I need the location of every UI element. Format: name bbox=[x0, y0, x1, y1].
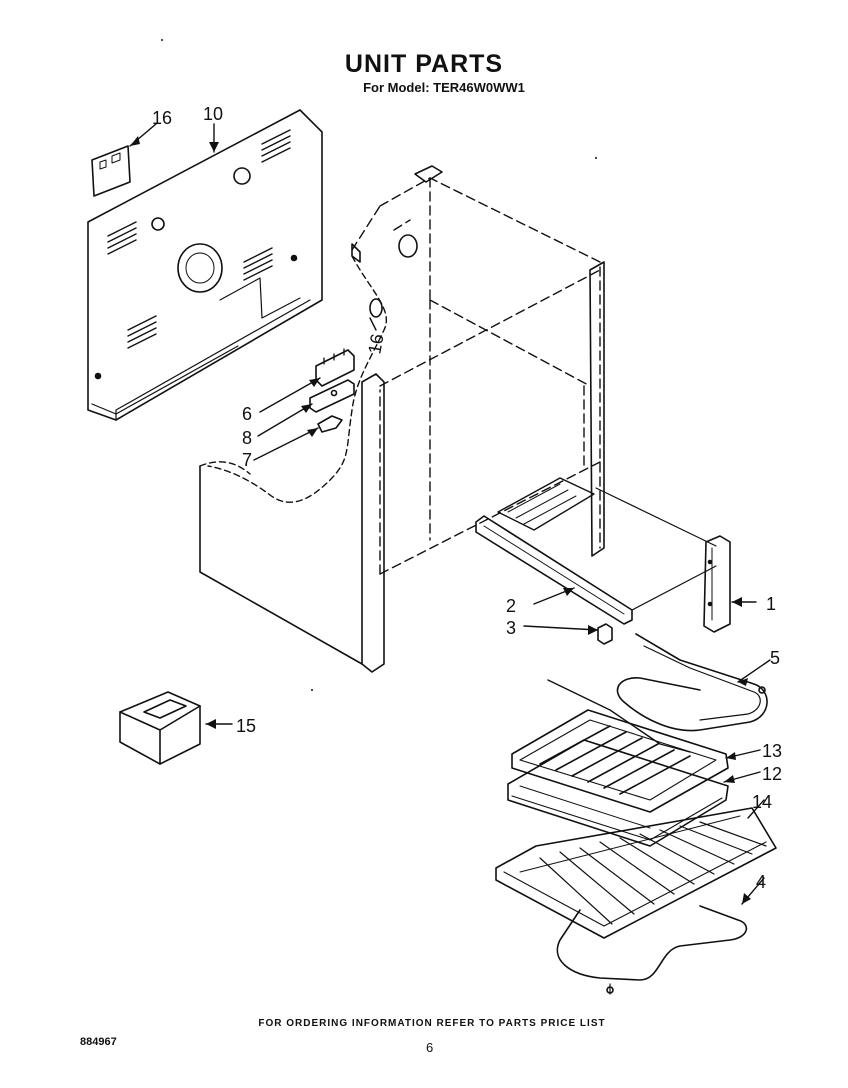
side-panel-cutaway bbox=[207, 255, 387, 503]
callout-6: 6 bbox=[242, 404, 252, 424]
oven-floor-rack-guides bbox=[497, 477, 717, 611]
callout-8: 8 bbox=[242, 428, 252, 448]
callout-1: 1 bbox=[766, 594, 776, 614]
page-number: 6 bbox=[426, 1040, 434, 1055]
callout-2: 2 bbox=[506, 596, 516, 616]
callout-7: 7 bbox=[242, 450, 252, 470]
part-3-clip bbox=[597, 623, 613, 645]
callout-5: 5 bbox=[770, 648, 780, 668]
page-title: UNIT PARTS bbox=[344, 50, 504, 78]
part-8-bracket bbox=[309, 379, 355, 413]
part-14-oven-rack bbox=[495, 807, 777, 939]
part-5-bake-element bbox=[547, 633, 768, 753]
document-number: 884967 bbox=[80, 1036, 117, 1048]
part-16-grommet bbox=[369, 298, 383, 318]
ordering-info-note: FOR ORDERING INFORMATION REFER TO PARTS … bbox=[258, 1018, 606, 1029]
callout-14: 14 bbox=[752, 792, 772, 812]
model-line: For Model: TER46W0WW1 bbox=[363, 80, 525, 95]
part-10-rear-panel bbox=[87, 109, 323, 421]
part-13-broiler-grid bbox=[511, 709, 729, 813]
callout-12: 12 bbox=[762, 764, 782, 784]
leader-arrowheads bbox=[130, 136, 751, 904]
callout-3: 3 bbox=[506, 618, 516, 638]
part-12-broiler-pan bbox=[507, 739, 729, 847]
callout-16: 16 bbox=[364, 332, 387, 355]
oven-cabinet-frame bbox=[351, 165, 605, 673]
part-15-box bbox=[119, 691, 201, 765]
scan-specks bbox=[161, 39, 597, 691]
callout-labels: 16 10 1 2 3 4 5 6 8 7 15 12 13 14 16 bbox=[152, 104, 782, 892]
part-7-clip bbox=[317, 415, 343, 433]
part-2-rail bbox=[475, 515, 633, 625]
part-1-trim bbox=[703, 535, 731, 633]
part-4-broil-element bbox=[556, 905, 748, 995]
callout-11: 16 bbox=[152, 108, 172, 128]
side-panel-outline bbox=[199, 461, 363, 665]
callout-15: 15 bbox=[236, 716, 256, 736]
oven-cabinet-outline bbox=[351, 177, 601, 575]
callout-10: 10 bbox=[203, 104, 223, 124]
part-11-plate bbox=[91, 145, 131, 197]
leader-lines bbox=[129, 123, 771, 905]
callout-13: 13 bbox=[762, 741, 782, 761]
callout-4: 4 bbox=[756, 872, 766, 892]
